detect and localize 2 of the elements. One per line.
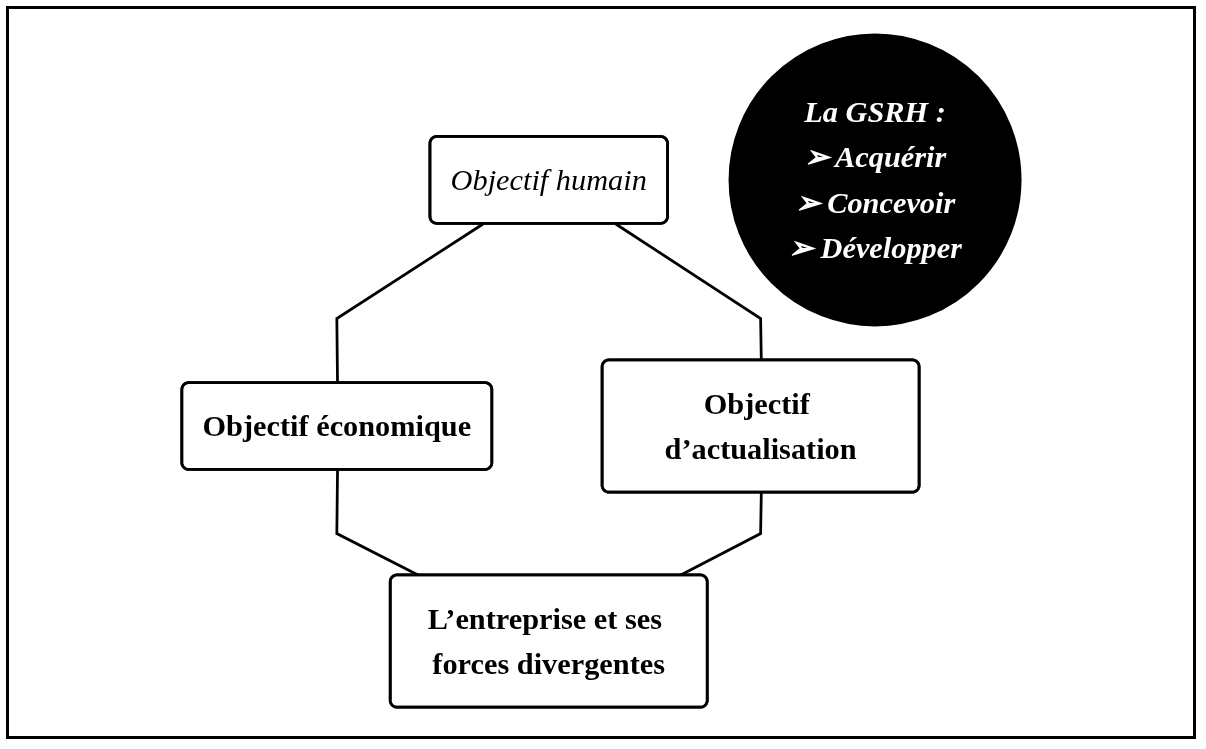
node-circle: La GSRH : ➢ Acquérir ➢ Concevoir ➢ Développer bbox=[728, 32, 1022, 326]
connector bbox=[335, 222, 484, 383]
